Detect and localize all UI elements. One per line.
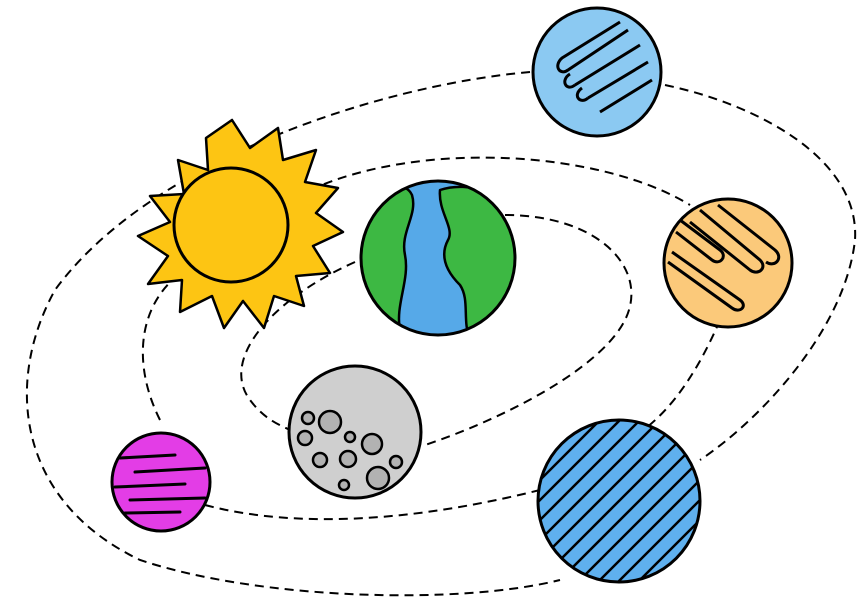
ringed-blue-planet [533,8,661,136]
sun-core [174,168,288,282]
moon [289,366,421,498]
pink-planet [112,433,210,531]
orange-planet [664,199,792,327]
